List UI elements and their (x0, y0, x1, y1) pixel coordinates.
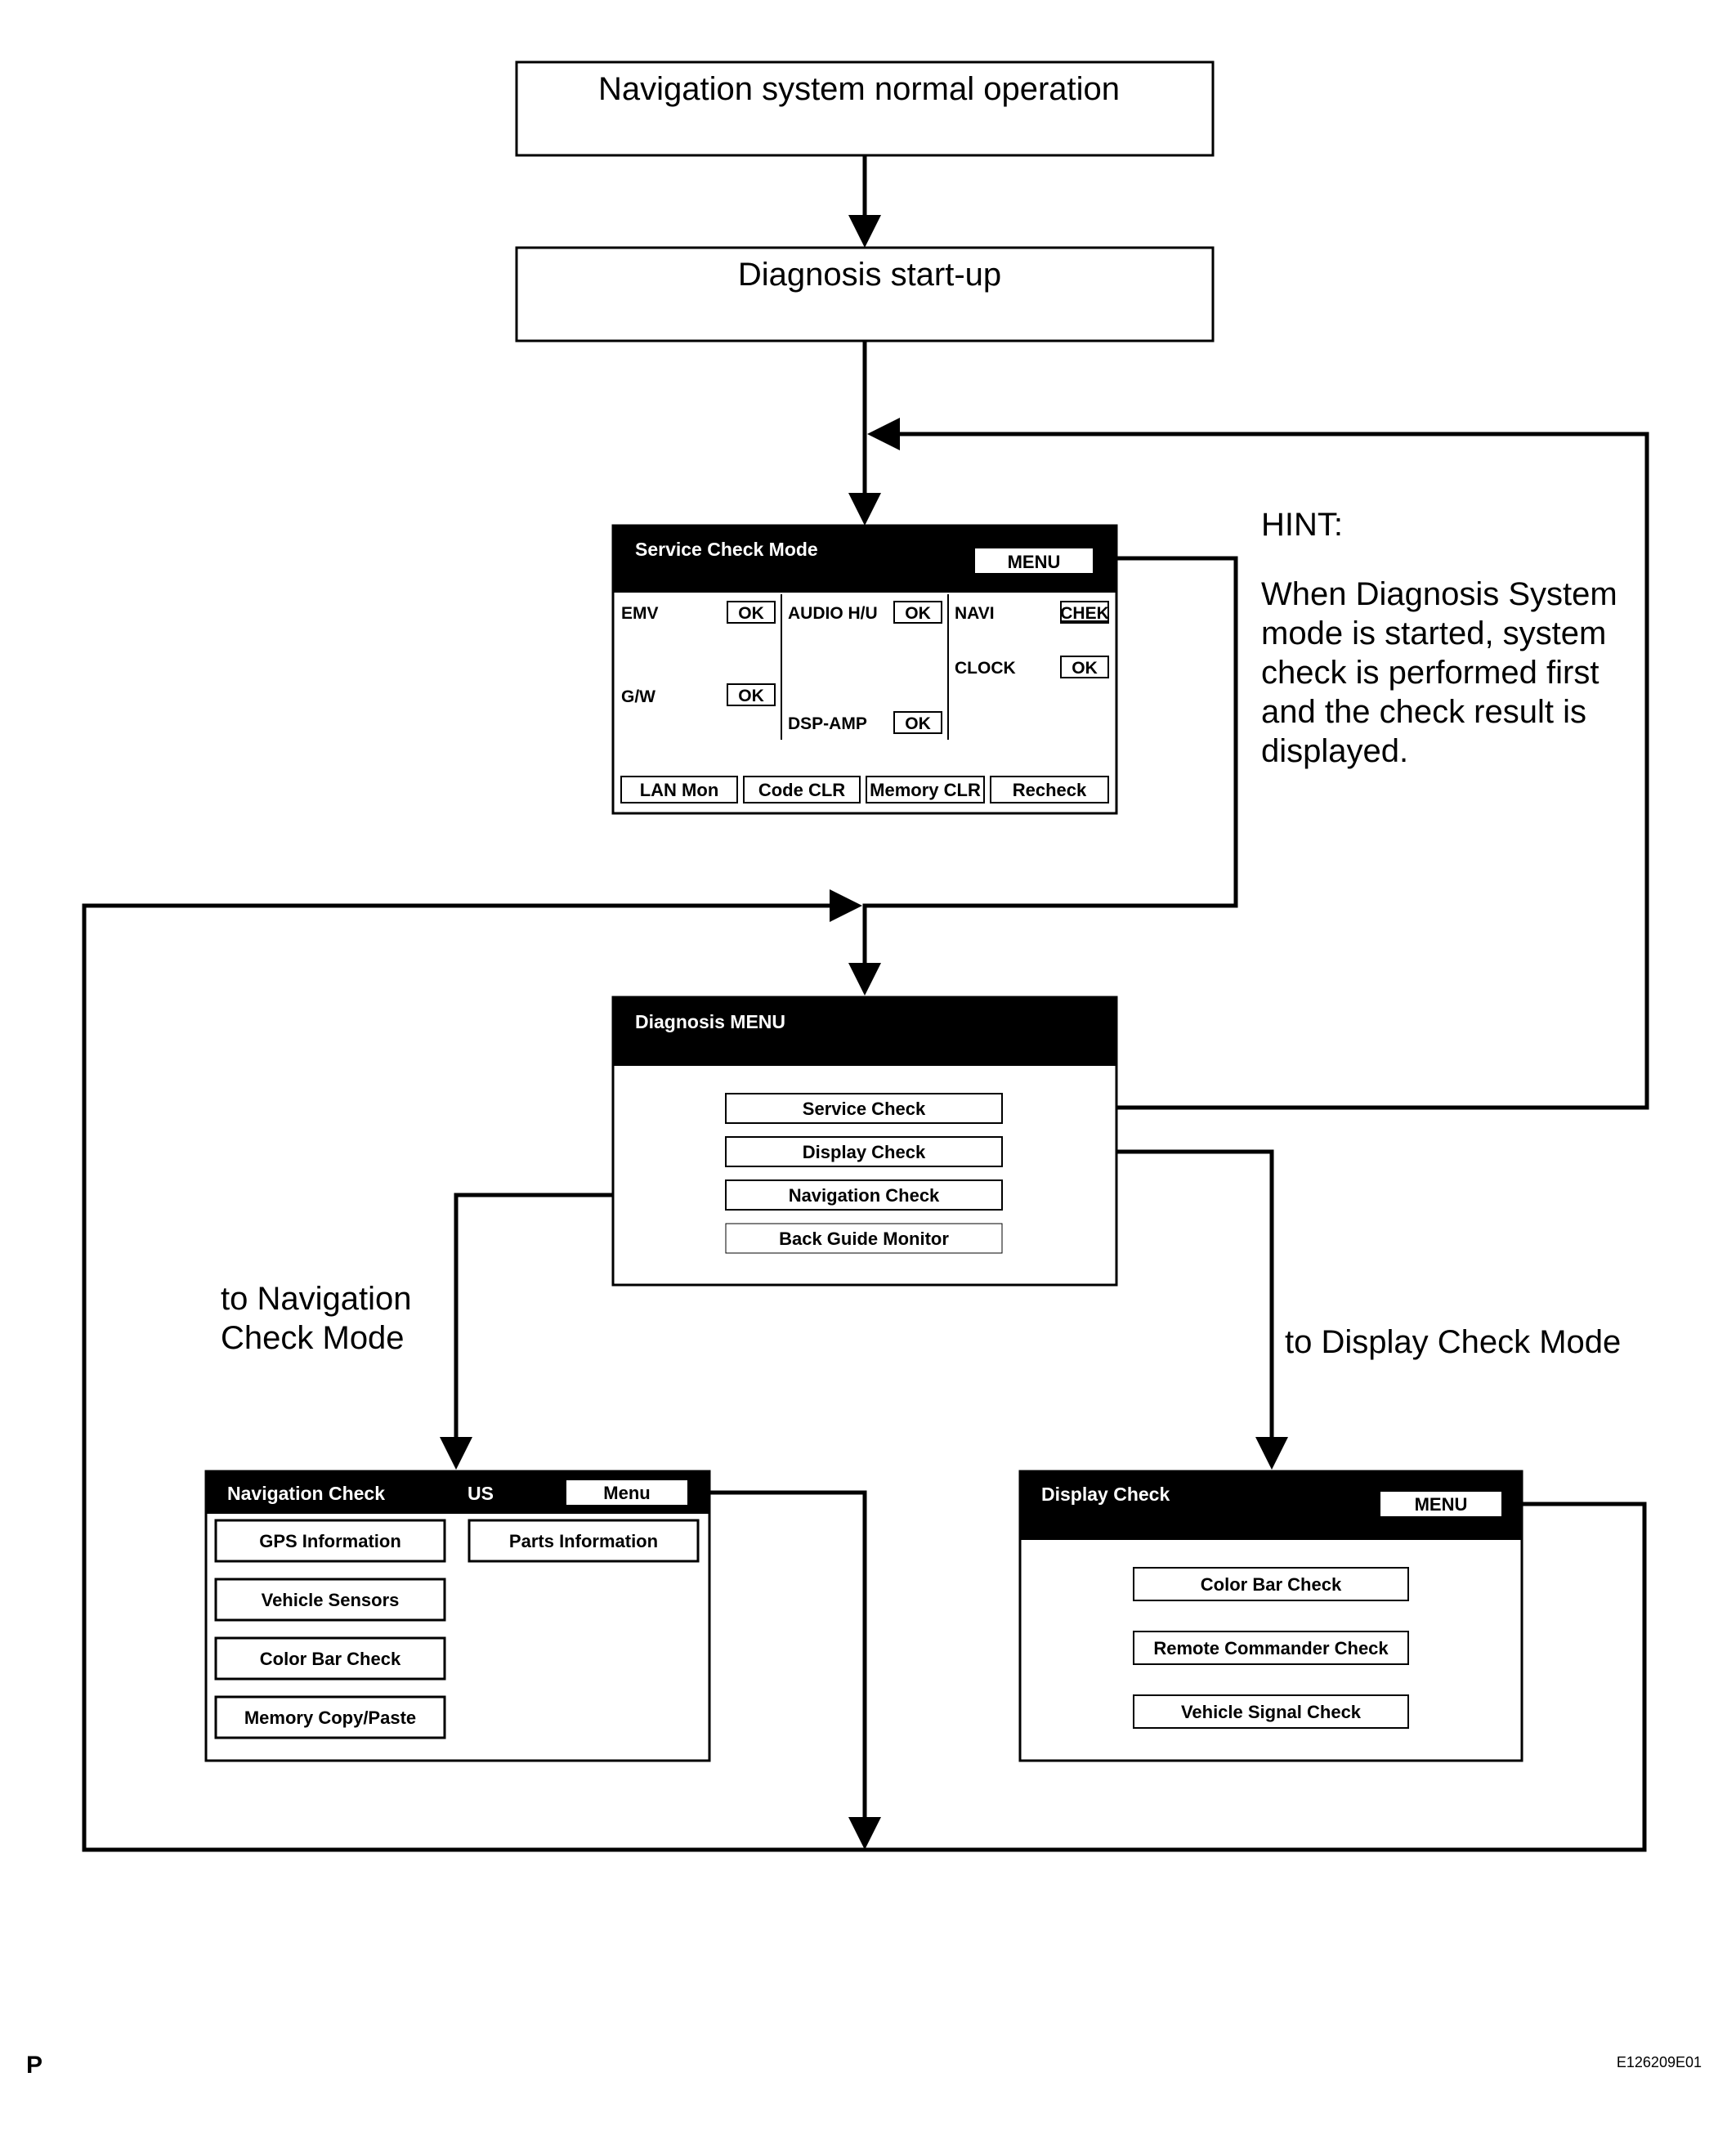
hint-line: check is performed first (1261, 655, 1599, 691)
display-check-screen: Display Check MENU Color Bar Check Remot… (1018, 1470, 1523, 1762)
display-check-button-label: Display Check (803, 1142, 926, 1162)
arrow-service-menu-to-diagnosis (848, 556, 1238, 996)
service-check-button[interactable]: Service Check (725, 1093, 1003, 1124)
code-clr-label: Code CLR (758, 780, 845, 800)
status-label-emv: EMV (621, 604, 659, 623)
hint-line: displayed. (1261, 733, 1408, 769)
back-guide-monitor-button[interactable]: Back Guide Monitor (725, 1223, 1003, 1254)
status-box (1060, 656, 1109, 678)
status-box (727, 683, 776, 706)
display-check-button[interactable]: Display Check (725, 1136, 1003, 1167)
to-display-label: to Display Check Mode (1285, 1324, 1621, 1360)
recheck-label: Recheck (1013, 780, 1087, 800)
service-check-button-label: Service Check (803, 1099, 926, 1119)
vehicle-sensors-button[interactable]: Vehicle Sensors (214, 1578, 446, 1622)
status-value-dsp: OK (905, 714, 931, 733)
status-box (727, 601, 776, 624)
navigation-check-screen: Navigation Check US Menu GPS Information… (204, 1470, 711, 1762)
memory-clr-label: Memory CLR (870, 780, 981, 800)
gps-information-label: GPS Information (259, 1531, 401, 1551)
gps-information-button[interactable]: GPS Information (214, 1519, 446, 1563)
status-box (893, 711, 942, 734)
parts-information-button[interactable]: Parts Information (468, 1519, 700, 1563)
arrow-nav-menu-return (690, 1490, 881, 1850)
footer-letter: P (26, 2052, 43, 2079)
status-box (1060, 601, 1109, 624)
step-normal-operation-text: Navigation system normal operation (598, 71, 1120, 107)
figure-code: E126209E01 (1617, 2054, 1702, 2070)
status-value-navi: CHEK (1060, 604, 1109, 623)
to-navigation-label-line2: Check Mode (221, 1320, 405, 1356)
diagnosis-menu-title: Diagnosis MENU (635, 1011, 785, 1032)
step-diagnosis-startup-text: Diagnosis start-up (738, 257, 1001, 293)
hint-line: When Diagnosis System (1261, 576, 1617, 612)
status-label-dsp: DSP-AMP (788, 714, 867, 733)
parts-information-label: Parts Information (509, 1531, 658, 1551)
status-value-clock: OK (1072, 659, 1098, 678)
navigation-check-button-label: Navigation Check (789, 1185, 940, 1206)
line-display-menu-return (865, 1502, 1647, 1852)
service-check-screen: Service Check Mode MENU EMV OK G/W OK AU… (611, 524, 1118, 815)
code-clr-button[interactable]: Code CLR (743, 776, 861, 803)
service-check-menu-label: MENU (1008, 552, 1061, 572)
hint-line: and the check result is (1261, 694, 1586, 730)
diagnosis-menu-screen: Diagnosis MENU Service Check Display Che… (611, 996, 1118, 1287)
remote-commander-check-label: Remote Commander Check (1153, 1638, 1389, 1658)
hint-line: mode is started, system (1261, 615, 1606, 651)
hint-title: HINT: (1261, 507, 1343, 543)
navigation-check-menu-button[interactable]: Menu (565, 1479, 689, 1506)
color-bar-check-button[interactable]: Color Bar Check (214, 1636, 446, 1681)
remote-commander-check-button[interactable]: Remote Commander Check (1133, 1631, 1409, 1665)
vehicle-signal-check-button[interactable]: Vehicle Signal Check (1133, 1694, 1409, 1729)
service-check-menu-button[interactable]: MENU (973, 547, 1094, 575)
display-check-menu-button[interactable]: MENU (1379, 1490, 1503, 1518)
step-box-diagnosis-startup: Diagnosis start-up (515, 246, 1215, 342)
status-value-audio: OK (905, 604, 931, 623)
arrow-service-check-return (867, 418, 1649, 1110)
diagnosis-menu-header (613, 997, 1116, 1066)
color-bar-check-label: Color Bar Check (260, 1649, 401, 1669)
status-box (893, 601, 942, 624)
vehicle-sensors-label: Vehicle Sensors (262, 1590, 400, 1610)
to-navigation-label-line1: to Navigation (221, 1281, 411, 1317)
status-label-audio: AUDIO H/U (788, 604, 878, 623)
lan-mon-label: LAN Mon (640, 780, 719, 800)
display-check-title: Display Check (1041, 1484, 1170, 1505)
status-label-gw: G/W (621, 687, 655, 706)
step-box-normal-operation: Navigation system normal operation (515, 60, 1215, 157)
lan-mon-button[interactable]: LAN Mon (620, 776, 738, 803)
recheck-button[interactable]: Recheck (990, 776, 1109, 803)
status-label-navi: NAVI (955, 604, 995, 623)
display-color-bar-check-label: Color Bar Check (1201, 1574, 1342, 1595)
memory-clr-button[interactable]: Memory CLR (866, 776, 985, 803)
display-check-menu-label: MENU (1415, 1494, 1468, 1515)
memory-copy-paste-label: Memory Copy/Paste (244, 1708, 416, 1728)
navigation-check-menu-label: Menu (603, 1483, 650, 1503)
navigation-check-region: US (468, 1483, 494, 1504)
display-color-bar-check-button[interactable]: Color Bar Check (1133, 1567, 1409, 1601)
hint-block: HINT: When Diagnosis System mode is star… (1261, 507, 1617, 769)
status-label-clock: CLOCK (955, 659, 1016, 678)
service-check-title: Service Check Mode (635, 539, 818, 560)
navigation-check-button[interactable]: Navigation Check (725, 1179, 1003, 1211)
status-value-gw: OK (738, 687, 764, 705)
vehicle-signal-check-label: Vehicle Signal Check (1181, 1702, 1362, 1722)
memory-copy-paste-button[interactable]: Memory Copy/Paste (214, 1695, 446, 1739)
status-value-emv: OK (738, 604, 764, 623)
navigation-check-title: Navigation Check (227, 1483, 385, 1504)
back-guide-monitor-button-label: Back Guide Monitor (779, 1229, 949, 1249)
